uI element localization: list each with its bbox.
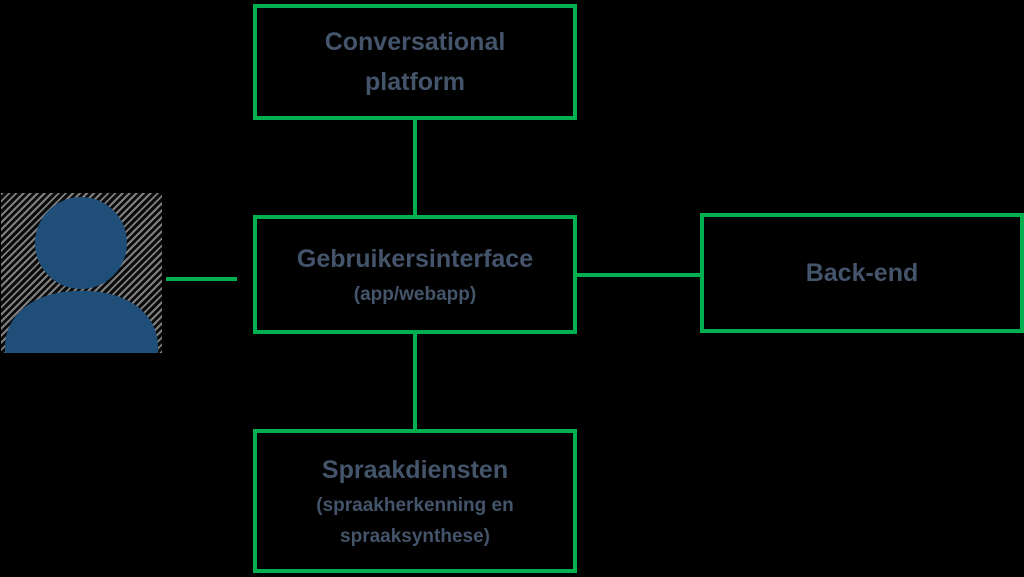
- connector-user-to-ui: [166, 277, 237, 281]
- user-avatar-tile: [1, 193, 162, 353]
- connector-ui-to-backend: [577, 273, 700, 277]
- node-spraakdiensten-title: Spraakdiensten: [321, 456, 509, 484]
- node-gebruikersinterface: Gebruikersinterface (app/webapp): [253, 215, 577, 334]
- node-conversational-platform-line2: platform: [365, 68, 465, 96]
- node-backend-title: Back-end: [805, 259, 919, 287]
- connector-platform-to-ui: [413, 120, 417, 215]
- node-conversational-platform: Conversational platform: [253, 4, 577, 120]
- node-backend: Back-end: [700, 213, 1024, 333]
- person-shoulders: [5, 290, 158, 353]
- node-gebruikersinterface-title: Gebruikersinterface: [296, 245, 534, 273]
- node-conversational-platform-line1: Conversational: [324, 28, 506, 56]
- person-head: [35, 197, 127, 289]
- node-spraakdiensten: Spraakdiensten (spraakherkenning en spra…: [253, 429, 577, 573]
- node-spraakdiensten-subtitle-line1: (spraakherkenning en: [316, 495, 514, 516]
- person-icon: [5, 197, 158, 353]
- node-gebruikersinterface-subtitle: (app/webapp): [353, 284, 477, 305]
- connector-ui-to-speech: [413, 334, 417, 429]
- node-spraakdiensten-subtitle-line2: spraaksynthese): [340, 526, 490, 547]
